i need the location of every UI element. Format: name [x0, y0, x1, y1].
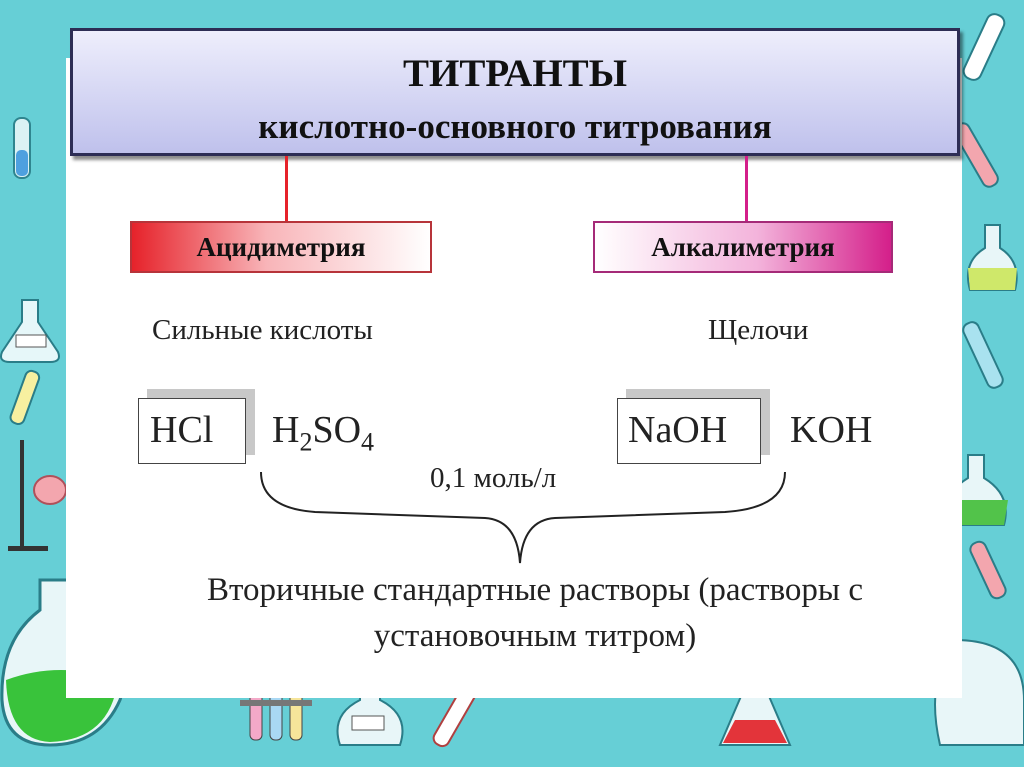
acidimetry-box: Ацидиметрия: [130, 221, 432, 273]
alkalimetry-box: Алкалиметрия: [593, 221, 893, 273]
test-tube-icon: [969, 540, 1007, 600]
hcl-box: [138, 398, 246, 464]
acid-connector: [285, 156, 288, 221]
h2so4-sub2: 4: [361, 427, 375, 457]
concentration-label: 0,1 моль/л: [430, 462, 557, 494]
brace: [260, 471, 786, 564]
acidimetry-label: Ацидиметрия: [196, 232, 366, 262]
title-line2: кислотно-основного титрования: [258, 107, 772, 146]
test-tube-icon: [962, 321, 1004, 389]
title-line1: ТИТРАНТЫ: [402, 52, 627, 95]
strong-acids-label: Сильные кислоты: [152, 314, 373, 346]
flask-icon: [966, 224, 1018, 291]
koh-formula: KOH: [790, 409, 873, 451]
conclusion-line2: установочным титром): [373, 618, 697, 654]
test-tube-icon: [962, 13, 1006, 81]
alkalis-label: Щелочи: [708, 314, 809, 346]
naoh-box: [617, 398, 761, 464]
naoh-formula: NaOH: [628, 409, 728, 451]
alkalimetry-label: Алкалиметрия: [651, 232, 835, 262]
h2so4-formula: H2SO4: [272, 408, 374, 458]
flask-icon: [336, 675, 404, 746]
content-panel: [66, 58, 962, 698]
h2so4-sub1: 2: [299, 427, 313, 457]
h2so4-so: SO: [312, 409, 362, 451]
test-tube-icon: [13, 117, 31, 179]
title-box: ТИТРАНТЫ кислотно-основного титрования: [70, 28, 960, 156]
flask-icon: [0, 299, 60, 363]
alkali-connector: [745, 156, 748, 221]
h2so4-h: H: [272, 409, 300, 451]
test-tube-icon: [9, 369, 41, 426]
hcl-formula: HCl: [150, 409, 214, 451]
conclusion-line1: Вторичные стандартные растворы (растворы…: [206, 572, 864, 608]
stand-icon: [8, 440, 67, 551]
